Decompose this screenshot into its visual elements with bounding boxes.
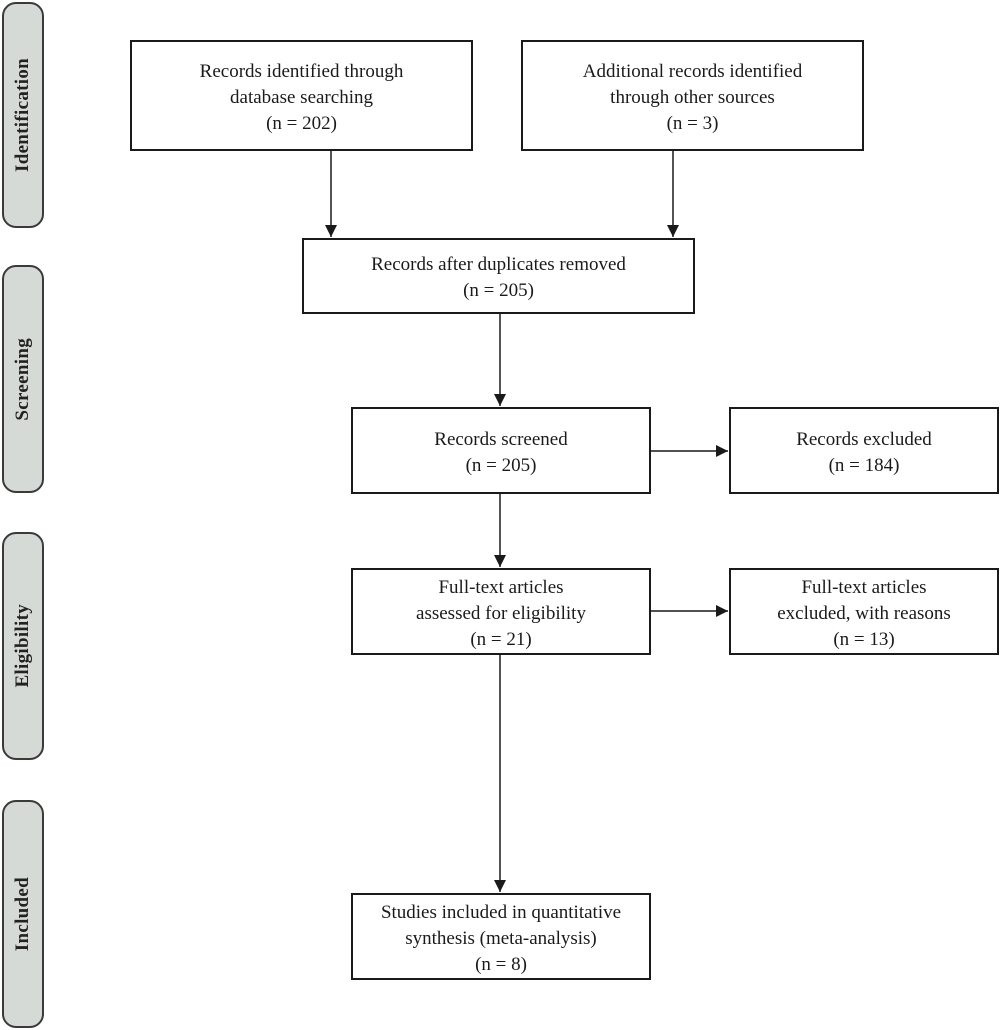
box-records-screened: Records screened (n = 205) xyxy=(351,407,651,494)
box-text-line: synthesis (meta-analysis) xyxy=(405,927,597,949)
phase-label: Identification xyxy=(12,58,33,172)
box-fulltext-assessed: Full-text articles assessed for eligibil… xyxy=(351,568,651,655)
phase-eligibility: Eligibility xyxy=(2,532,44,760)
box-text-line: Full-text articles xyxy=(438,576,564,598)
box-records-excluded: Records excluded (n = 184) xyxy=(729,407,999,494)
phase-included: Included xyxy=(2,800,44,1028)
box-records-after-duplicates: Records after duplicates removed (n = 20… xyxy=(302,238,695,314)
box-text-line: Full-text articles xyxy=(801,576,927,598)
box-count: (n = 202) xyxy=(266,112,337,134)
box-count: (n = 8) xyxy=(475,953,527,975)
box-fulltext-excluded: Full-text articles excluded, with reason… xyxy=(729,568,999,655)
box-text-line: Records identified through xyxy=(199,60,404,82)
box-count: (n = 184) xyxy=(828,454,900,476)
phase-label: Eligibility xyxy=(12,604,33,688)
box-count: (n = 205) xyxy=(465,454,537,476)
box-count: (n = 205) xyxy=(463,280,534,301)
phase-label: Screening xyxy=(12,337,33,421)
box-text-line: Studies included in quantitative xyxy=(380,901,622,923)
box-text-line: excluded, with reasons xyxy=(777,602,951,624)
box-text-line: database searching xyxy=(230,86,373,108)
box-studies-included: Studies included in quantitative synthes… xyxy=(351,893,651,980)
box-text-line: assessed for eligibility xyxy=(416,602,586,624)
box-text-line: Records screened xyxy=(434,428,568,450)
box-count: (n = 13) xyxy=(833,628,895,650)
box-records-database-searching: Records identified through database sear… xyxy=(130,40,473,151)
phase-identification: Identification xyxy=(2,2,44,228)
phase-screening: Screening xyxy=(2,265,44,493)
phase-label: Included xyxy=(12,876,33,952)
box-text-line: Records after duplicates removed xyxy=(371,254,626,275)
box-count: (n = 3) xyxy=(666,112,719,134)
box-text-line: Additional records identified xyxy=(582,60,803,82)
box-text-line: through other sources xyxy=(610,86,775,108)
box-additional-records: Additional records identified through ot… xyxy=(521,40,864,151)
box-count: (n = 21) xyxy=(470,628,532,650)
box-text-line: Records excluded xyxy=(796,428,932,450)
